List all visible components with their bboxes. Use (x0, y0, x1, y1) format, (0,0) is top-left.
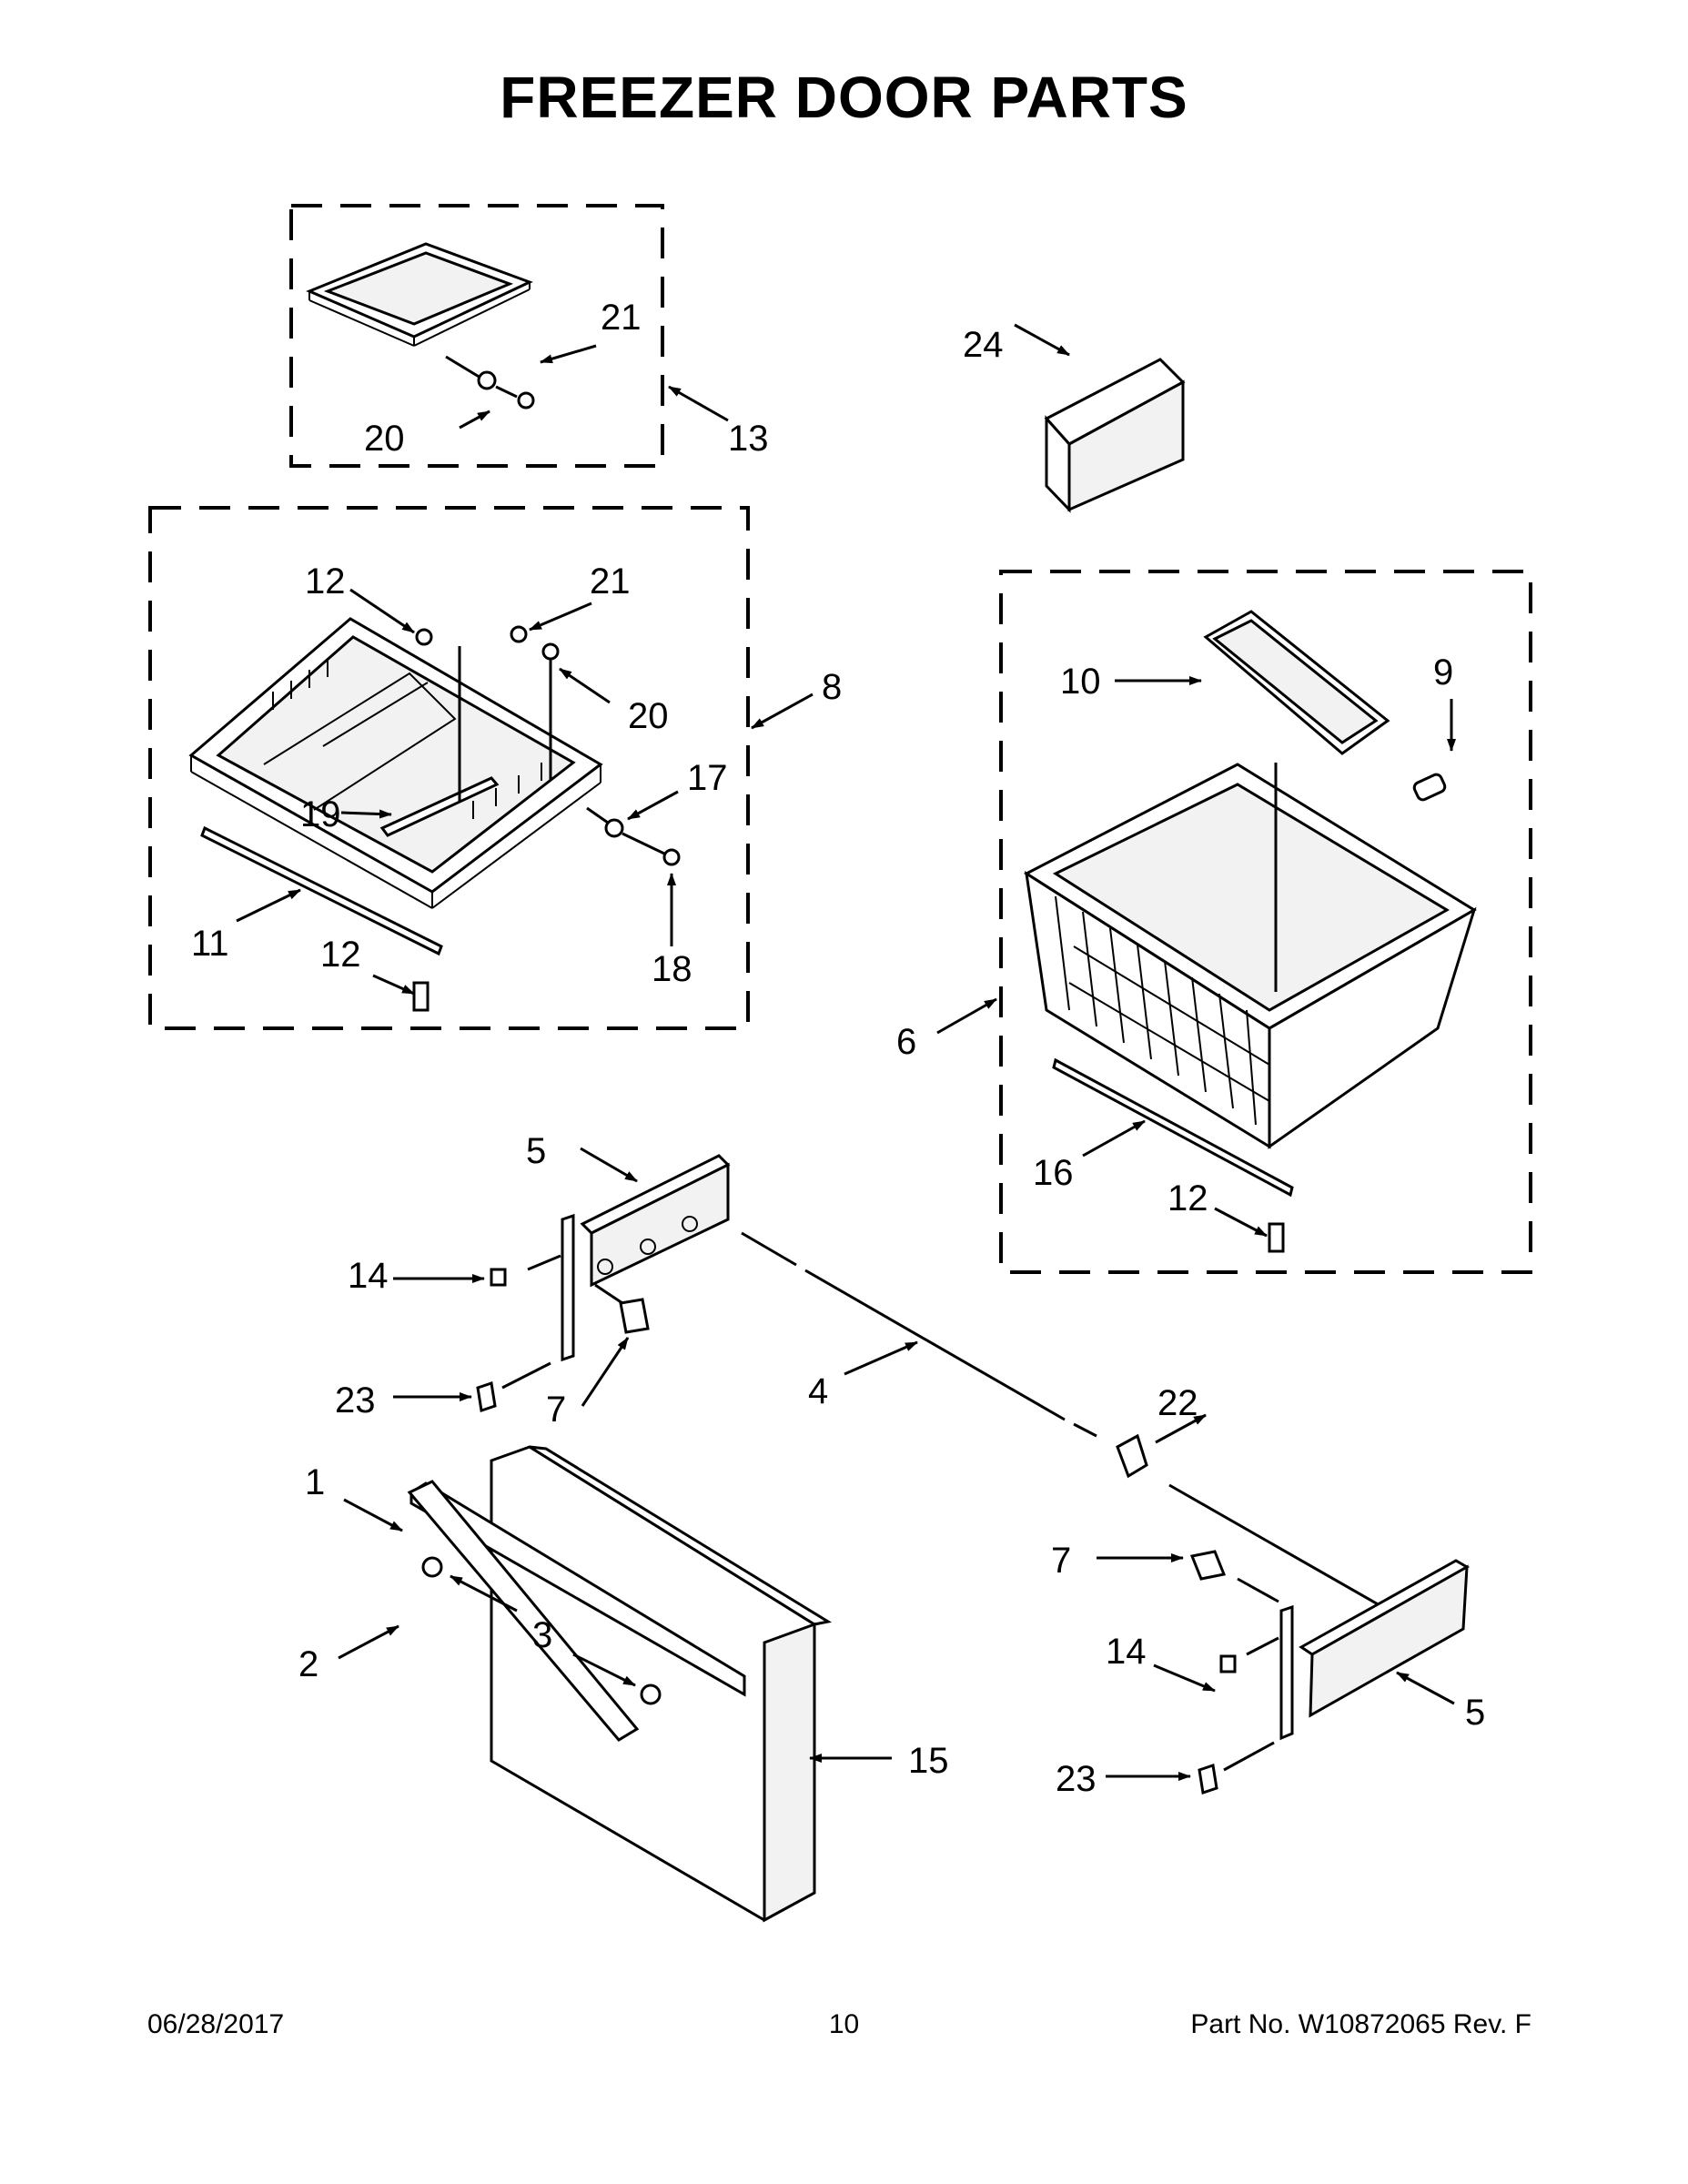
callout-10: 10 (1060, 662, 1101, 702)
shelf-part (306, 242, 533, 347)
callout-1: 1 (305, 1462, 325, 1502)
screw-7-left (619, 1298, 650, 1334)
callout-20-mid: 20 (628, 696, 669, 736)
callout-5-left: 5 (526, 1131, 546, 1171)
axle-rod-4-part (804, 1269, 1066, 1421)
callout-8: 8 (822, 667, 842, 707)
clip-14-left (490, 1268, 507, 1287)
callout-23-right: 23 (1056, 1759, 1097, 1799)
lower-basket-part (1023, 610, 1477, 1149)
screw-3-upper (421, 1556, 443, 1578)
screw-12-upper-basket (415, 628, 433, 646)
panel-24-part (1044, 358, 1186, 513)
tab-23-right (1198, 1764, 1218, 1795)
screw-12-lower-left (412, 981, 430, 1012)
callout-14-right: 14 (1106, 1632, 1147, 1672)
trim-11-part (200, 825, 443, 956)
callout-17: 17 (687, 758, 728, 798)
callout-14-left: 14 (348, 1256, 389, 1296)
freezer-door-part (409, 1445, 833, 1923)
callout-6: 6 (896, 1022, 916, 1062)
callout-24: 24 (963, 325, 1004, 365)
callout-15: 15 (908, 1741, 949, 1781)
callout-7-left: 7 (546, 1390, 566, 1430)
callout-2: 2 (298, 1644, 318, 1684)
upper-basket-assembly-group-box (148, 506, 750, 1030)
leader-arrows (236, 323, 1456, 1781)
divider-19-part (379, 776, 500, 837)
footer-part-number: Part No. W10872065 Rev. F (1190, 2009, 1531, 2039)
washer-17-part (604, 818, 624, 838)
left-slide-rail-part (561, 1154, 731, 1362)
screw-18-part (662, 848, 681, 866)
bushing-22-part (1116, 1433, 1148, 1479)
right-slide-rail-part (1279, 1559, 1471, 1741)
screw-12-lower-right (1268, 1222, 1285, 1253)
callout-18: 18 (652, 949, 692, 989)
trim-16-part (1052, 1057, 1294, 1198)
clip-14-right (1219, 1654, 1237, 1673)
screw-21-upper (517, 391, 535, 410)
upper-basket-part (188, 617, 603, 909)
callout-16: 16 (1033, 1153, 1074, 1193)
spacer-20-upper (477, 370, 497, 390)
callout-5-right: 5 (1465, 1693, 1485, 1733)
callout-21-top: 21 (601, 298, 642, 338)
footer-page-number: 10 (828, 2009, 860, 2039)
callout-13: 13 (728, 419, 769, 459)
callout-3: 3 (532, 1615, 552, 1655)
callout-7-right: 7 (1051, 1541, 1071, 1581)
spacer-20-basket (541, 642, 560, 661)
footer-date: 06/28/2017 (147, 2009, 285, 2039)
callout-9: 9 (1433, 652, 1453, 693)
callout-20-top: 20 (364, 419, 405, 459)
screw-7-right (1189, 1550, 1227, 1581)
shelf-assembly-group-box (289, 204, 664, 468)
tab-23-left (476, 1381, 497, 1412)
callout-23-left: 23 (335, 1380, 376, 1421)
callout-21-mid: 21 (590, 561, 631, 602)
page-title: FREEZER DOOR PARTS (500, 65, 1188, 130)
callout-12-mid: 12 (320, 935, 361, 975)
clip-9-part (1412, 773, 1447, 802)
lower-basket-assembly-group-box (999, 570, 1532, 1274)
screw-3-lower (640, 1684, 662, 1705)
callout-4: 4 (808, 1371, 828, 1411)
screw-21-basket (510, 625, 528, 643)
callout-19: 19 (300, 794, 341, 834)
callout-11: 11 (191, 924, 229, 964)
callout-12-right: 12 (1167, 1178, 1208, 1218)
callout-22: 22 (1157, 1383, 1198, 1423)
handle-2-part (407, 1480, 640, 1742)
callout-12-top: 12 (305, 561, 346, 602)
shelf-screw-line (445, 355, 481, 379)
